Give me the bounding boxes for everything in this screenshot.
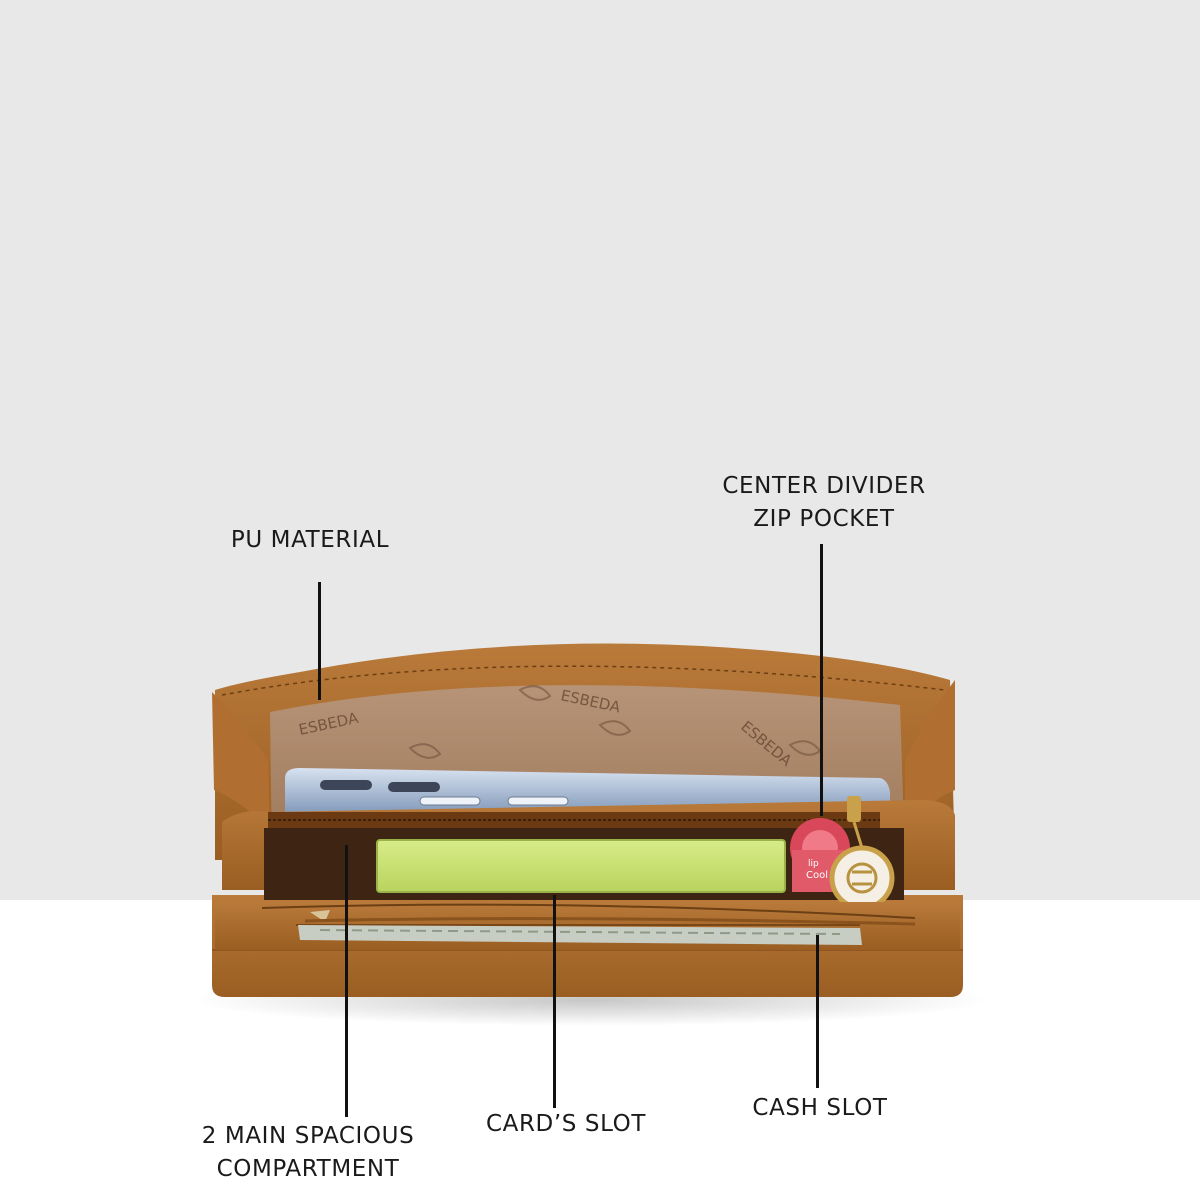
label-compartment: 2 MAIN SPACIOUS COMPARTMENT bbox=[168, 1120, 448, 1186]
label-center-divider-line2: ZIP POCKET bbox=[753, 506, 895, 532]
leader-cash-slot bbox=[816, 935, 819, 1088]
label-cash-slot-text: CASH SLOT bbox=[752, 1095, 888, 1121]
zipper-pull bbox=[847, 796, 861, 822]
label-center-divider-line1: CENTER DIVIDER bbox=[722, 473, 926, 499]
label-pu-material-text: PU MATERIAL bbox=[230, 527, 390, 553]
green-card bbox=[376, 839, 786, 893]
label-compartment-line2: COMPARTMENT bbox=[216, 1156, 400, 1182]
brand-charm bbox=[829, 845, 895, 911]
label-cards-slot-text: CARD’S SLOT bbox=[485, 1111, 647, 1137]
label-cash-slot: CASH SLOT bbox=[710, 1092, 930, 1125]
phone-button-2 bbox=[388, 782, 440, 792]
leader-pu-material bbox=[318, 582, 321, 700]
lipstick-text-2: Cool bbox=[806, 870, 828, 881]
leader-center-divider bbox=[820, 544, 823, 816]
leader-cards-slot bbox=[553, 895, 556, 1108]
label-compartment-line1: 2 MAIN SPACIOUS bbox=[201, 1123, 415, 1149]
lipstick-text-1: lip bbox=[808, 859, 819, 869]
label-pu-material: PU MATERIAL bbox=[200, 524, 420, 557]
label-cards-slot: CARD’S SLOT bbox=[456, 1108, 676, 1141]
label-center-divider: CENTER DIVIDER ZIP POCKET bbox=[694, 470, 954, 536]
phone-button-1 bbox=[320, 780, 372, 790]
leader-compartment bbox=[345, 845, 348, 1117]
